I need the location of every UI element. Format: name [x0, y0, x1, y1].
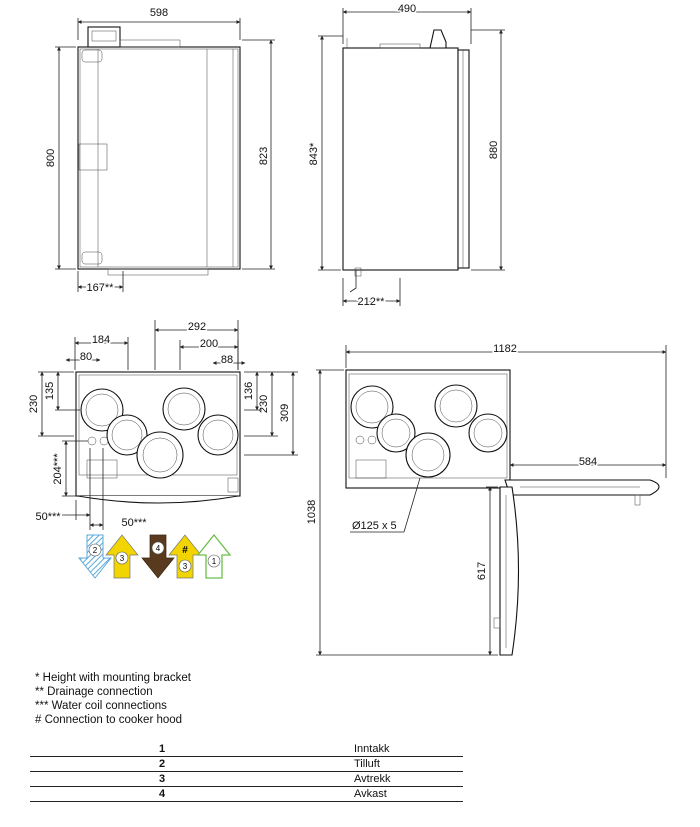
- top-view: 292 184 200 80 88 230 135 136 230: [28, 320, 298, 530]
- front-view: 598 800 823 167**: [45, 7, 275, 296]
- arrow-extract-up: 3: [105, 534, 139, 579]
- connection-legend-table: 1 Inntakk 2 Tilluft 3 Avtrekk 4 Avkast: [30, 742, 463, 802]
- legend-text: Avkast: [294, 786, 463, 802]
- dim-water-50a: 50***: [35, 511, 61, 523]
- dim-left-135: 135: [44, 382, 56, 400]
- dim-right-136: 136: [243, 382, 255, 400]
- footnote: ** Drainage connection: [35, 686, 153, 698]
- legend-row: 1 Inntakk: [30, 742, 463, 757]
- dim-left-230: 230: [28, 395, 40, 413]
- arrow-exhaust-down: 4: [141, 534, 175, 579]
- dim-side-depth: 490: [398, 3, 416, 15]
- dim-water-50b: 50***: [121, 517, 147, 529]
- footnote: * Height with mounting bracket: [35, 672, 191, 684]
- dim-top-292: 292: [188, 321, 206, 333]
- legend-number: 4: [30, 786, 294, 802]
- dim-side-drain: 212**: [358, 296, 386, 308]
- dim-side-total-height: 880: [488, 141, 500, 159]
- dim-open-1038: 1038: [306, 500, 318, 524]
- dim-top-88: 88: [221, 354, 233, 366]
- legend-text: Tilluft: [294, 756, 463, 772]
- arrow-supply-down: 2: [77, 534, 113, 579]
- side-view: 490 843* 880 212**: [308, 2, 505, 310]
- dim-right-309: 309: [279, 404, 291, 422]
- open-door-view: 1182 584 1038 617 Ø125 x 5: [306, 342, 667, 656]
- arrow-label-4: 4: [156, 544, 161, 553]
- dim-top-184: 184: [92, 334, 110, 346]
- legend-row: 2 Tilluft: [30, 756, 463, 772]
- footnote: # Connection to cooker hood: [35, 714, 183, 726]
- dim-front-total-height: 823: [258, 147, 270, 165]
- arrow-cooker-hood-up: # 3: [168, 534, 202, 579]
- dim-duct-diameter: Ø125 x 5: [352, 520, 397, 532]
- dim-open-617: 617: [476, 562, 488, 580]
- arrow-label-hash: #: [182, 545, 188, 556]
- arrow-label-2: 2: [93, 546, 98, 555]
- legend-text: Inntakk: [294, 742, 463, 757]
- dim-top-200: 200: [200, 338, 218, 350]
- footnote: *** Water coil connections: [35, 700, 167, 712]
- legend-number: 1: [30, 742, 294, 757]
- dim-open-584: 584: [579, 456, 597, 468]
- dim-front-height: 800: [45, 149, 57, 167]
- dim-water-204: 204***: [52, 453, 64, 485]
- dim-open-width: 1182: [493, 343, 517, 355]
- dim-front-width: 598: [150, 7, 168, 19]
- dim-side-height-bracket: 843*: [308, 142, 320, 165]
- arrow-intake-up: 1: [196, 533, 232, 579]
- legend-number: 3: [30, 771, 294, 787]
- arrow-label-3b: 3: [183, 562, 188, 571]
- dim-top-80: 80: [80, 351, 92, 363]
- footnotes: * Height with mounting bracket ** Draina…: [35, 671, 191, 727]
- airflow-arrows: 2 3 4 # 3 1: [77, 533, 232, 579]
- legend-number: 2: [30, 756, 294, 772]
- arrow-label-3a: 3: [120, 554, 125, 563]
- dim-front-drain: 167**: [87, 282, 115, 294]
- dim-right-230: 230: [258, 395, 270, 413]
- arrow-label-1: 1: [212, 557, 217, 566]
- legend-text: Avtrekk: [294, 771, 463, 787]
- legend-row: 3 Avtrekk: [30, 771, 463, 787]
- legend-row: 4 Avkast: [30, 786, 463, 802]
